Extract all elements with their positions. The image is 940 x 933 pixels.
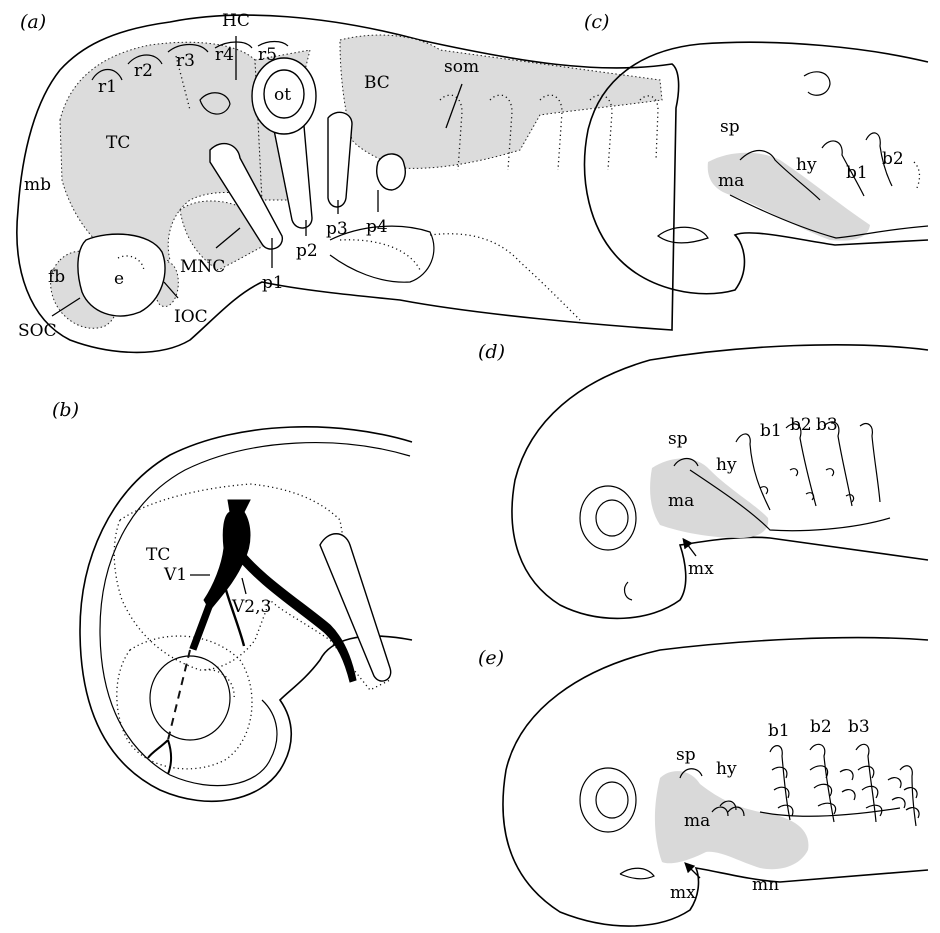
label-e-b1: b1	[768, 721, 790, 741]
label-v1: V1	[163, 565, 187, 585]
label-d-hy: hy	[716, 455, 737, 475]
label-d-ma: ma	[668, 491, 694, 511]
panel-d-gill-buds	[760, 469, 854, 502]
label-p3: p3	[326, 219, 348, 239]
panel-e-gills-b2	[810, 744, 855, 822]
panel-a-label: (a)	[20, 11, 46, 33]
label-ioc: IOC	[174, 307, 208, 327]
label-hc: HC	[222, 11, 250, 31]
panel-e-outline	[503, 638, 928, 926]
label-r4: r4	[215, 45, 234, 65]
panel-c-cleft-4	[914, 162, 920, 190]
panel-c: (c) sp ma hy b1 b2	[584, 11, 928, 294]
arch-3	[328, 112, 352, 207]
label-mnc: MNC	[180, 257, 225, 277]
panel-e-pharynx	[760, 808, 900, 816]
label-bc: BC	[364, 73, 390, 93]
label-c-ma: ma	[718, 171, 744, 191]
panel-d-cleft-4	[860, 424, 880, 502]
panel-e-nose	[620, 868, 654, 879]
panel-a: (a)	[17, 11, 679, 352]
panel-e-eye-inner	[596, 782, 628, 818]
label-e-mx: mx	[670, 883, 696, 903]
panel-b-arch	[320, 534, 391, 681]
label-c-b2: b2	[882, 149, 904, 169]
panel-d-nose	[625, 582, 632, 600]
label-e-mn: mn	[752, 875, 779, 895]
panel-d-cleft-2	[786, 424, 816, 506]
panel-d-label: (d)	[478, 341, 505, 363]
panel-e: (e) sp hy b1 b2 b3 ma mx mn	[478, 638, 928, 926]
label-r2: r2	[134, 61, 153, 81]
label-c-sp: sp	[720, 117, 740, 137]
label-e-b2: b2	[810, 717, 832, 737]
label-p1: p1	[262, 273, 284, 293]
ophthalmic-nerve	[190, 600, 214, 650]
v23-leader	[242, 578, 246, 594]
panel-e-gills-b1	[770, 746, 793, 820]
label-e-ma: ma	[684, 811, 710, 831]
label-d-sp: sp	[668, 429, 688, 449]
label-mb: mb	[24, 175, 51, 195]
label-e-sp: sp	[676, 745, 696, 765]
panel-d: (d) sp hy b1 b2 b3 ma mx	[478, 341, 928, 618]
label-c-b1: b1	[846, 163, 868, 183]
panel-c-label: (c)	[584, 11, 609, 33]
panel-e-label: (e)	[478, 647, 504, 669]
label-r3: r3	[176, 51, 195, 71]
label-ot: ot	[274, 85, 291, 105]
label-r1: r1	[98, 77, 117, 97]
label-d-b1: b1	[760, 421, 782, 441]
panel-e-mx-arrow	[686, 864, 700, 878]
label-v23: V2,3	[231, 597, 271, 617]
label-e-b3: b3	[848, 717, 870, 737]
arch-4	[377, 154, 405, 190]
label-d-mx: mx	[688, 559, 714, 579]
label-e-hy: hy	[716, 759, 737, 779]
branchial-crest-region	[340, 35, 662, 168]
gut-outline	[340, 240, 420, 270]
label-som: som	[444, 57, 479, 77]
label-soc: SOC	[18, 321, 57, 341]
label-p4: p4	[366, 217, 388, 237]
label-p2: p2	[296, 241, 318, 261]
label-d-b2: b2	[790, 415, 812, 435]
label-b-tc: TC	[146, 545, 170, 565]
label-r5: r5	[258, 45, 277, 65]
ophthalmic-nerve-dashed	[168, 650, 190, 740]
panel-c-eye	[658, 227, 708, 243]
panel-d-eye-inner	[596, 500, 628, 536]
panel-b-eye	[150, 656, 230, 740]
label-tc: TC	[106, 133, 130, 153]
label-fb: fb	[48, 267, 65, 287]
panel-b-label: (b)	[52, 399, 79, 421]
label-d-b3: b3	[816, 415, 838, 435]
label-e: e	[114, 269, 124, 289]
mesoderm-outline	[430, 234, 580, 320]
panel-c-ear	[804, 72, 830, 95]
panel-b: (b) TC V1 V2,3	[52, 399, 412, 801]
label-c-hy: hy	[796, 155, 817, 175]
panel-e-gills-b4	[900, 766, 919, 826]
